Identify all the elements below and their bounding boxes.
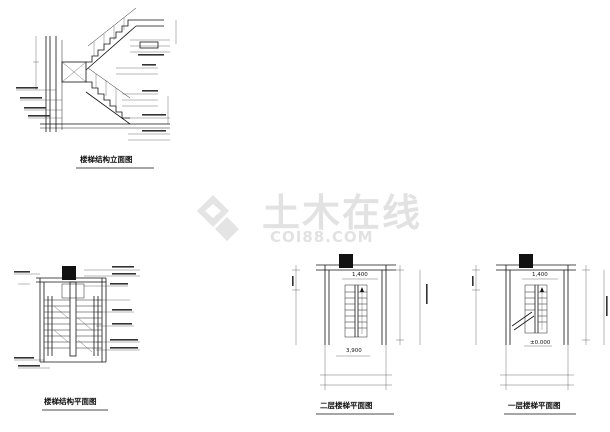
first-floor-dim-top: 1,400: [532, 272, 548, 278]
first-floor-dim-bottom: ±0.000: [530, 340, 551, 346]
first-floor-title: 一层楼梯平面图: [508, 400, 561, 410]
watermark-domain: COI88.COM: [270, 228, 374, 246]
stair-elevation-drawing: 楼梯结构立面图: [16, 7, 177, 169]
watermark: 土木在线 COI88.COM: [197, 191, 422, 246]
watermark-brand: 土木在线: [262, 191, 422, 235]
watermark-logo-icon: [197, 195, 239, 241]
second-floor-dim-top: 1,400: [352, 272, 368, 278]
structural-plan-title: 楼梯结构平面图: [44, 396, 97, 406]
second-floor-stair-plan: 1,400 3,900 二层楼梯平面图: [292, 254, 428, 415]
elevation-title: 楼梯结构立面图: [80, 154, 133, 164]
stair-structural-plan-drawing: 楼梯结构平面图: [14, 266, 140, 411]
second-floor-title: 二层楼梯平面图: [320, 400, 373, 410]
first-floor-stair-plan: 1,400 ±0.000 一层楼梯平面图: [472, 254, 608, 415]
second-floor-dim-bottom: 3,900: [346, 348, 362, 354]
